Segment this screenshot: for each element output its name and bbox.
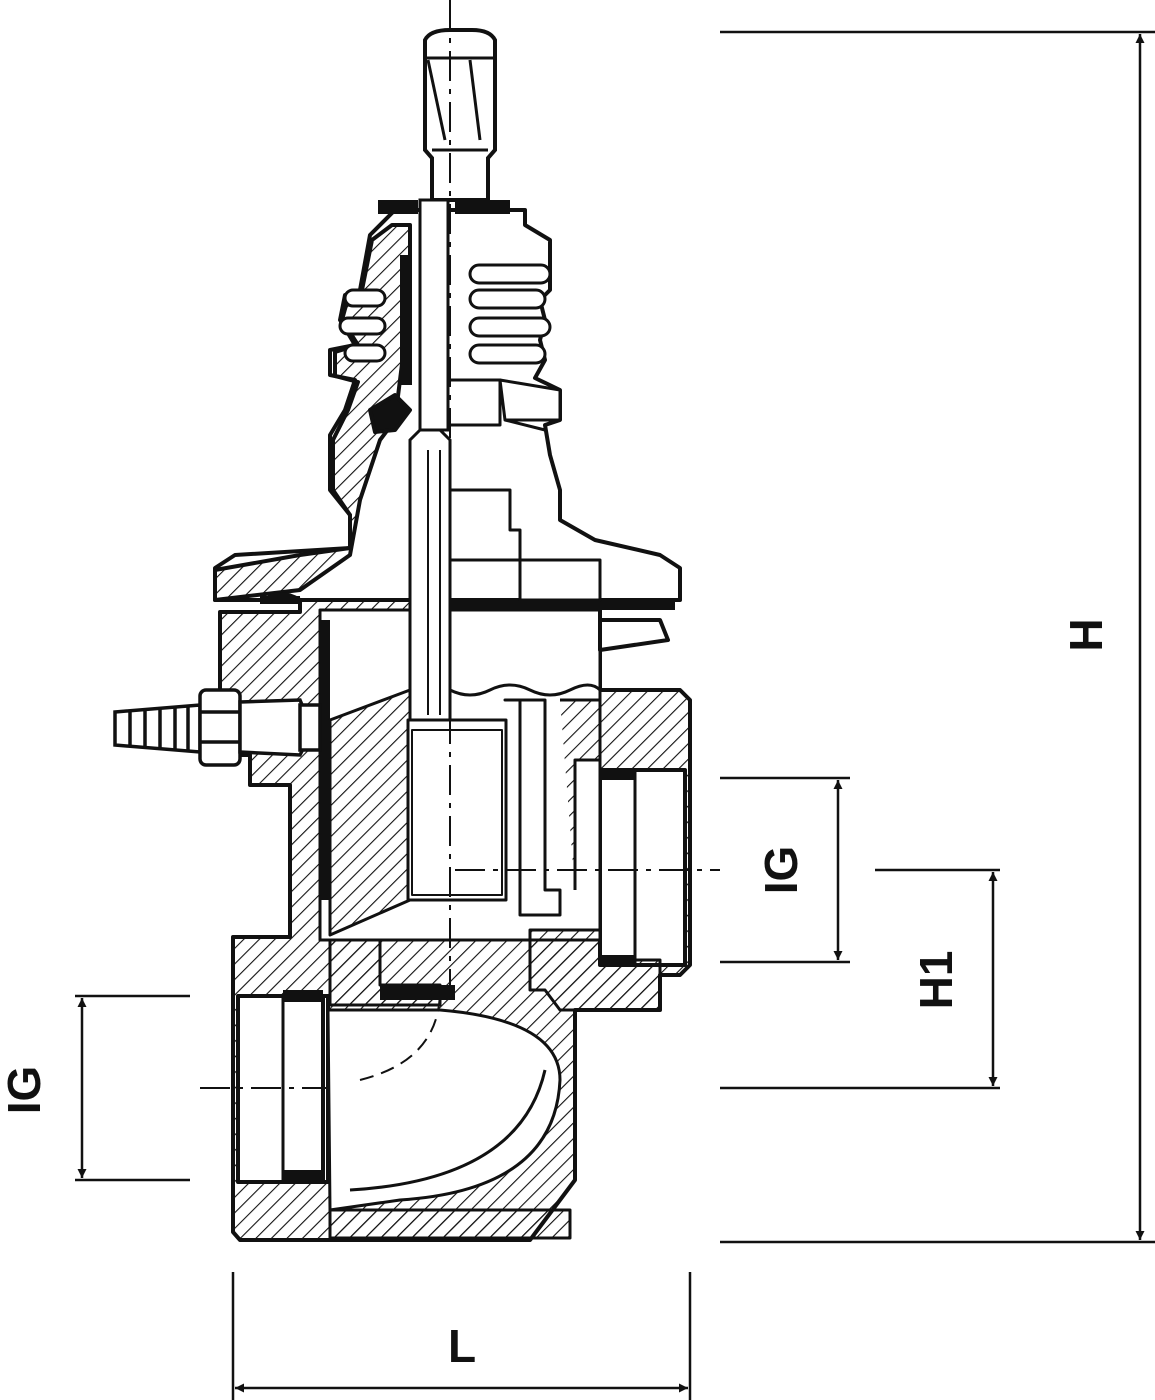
label-ig-inlet: IG	[0, 1066, 50, 1115]
spindle-top	[423, 28, 497, 202]
inlet-gasket	[283, 990, 323, 1002]
label-ig-outlet: IG	[755, 846, 807, 895]
valve-body	[218, 573, 692, 1242]
label-h: H	[1060, 618, 1112, 651]
center-lines	[200, 0, 720, 1089]
outlet-bore	[598, 768, 687, 967]
outlet-gasket	[600, 770, 635, 780]
label-h1: H1	[910, 951, 962, 1010]
drain-nipple	[113, 688, 322, 767]
spindle	[408, 28, 497, 722]
elbow-channel	[326, 1008, 562, 1212]
dimension-lines	[75, 30, 1155, 1400]
label-l: L	[448, 1320, 476, 1372]
